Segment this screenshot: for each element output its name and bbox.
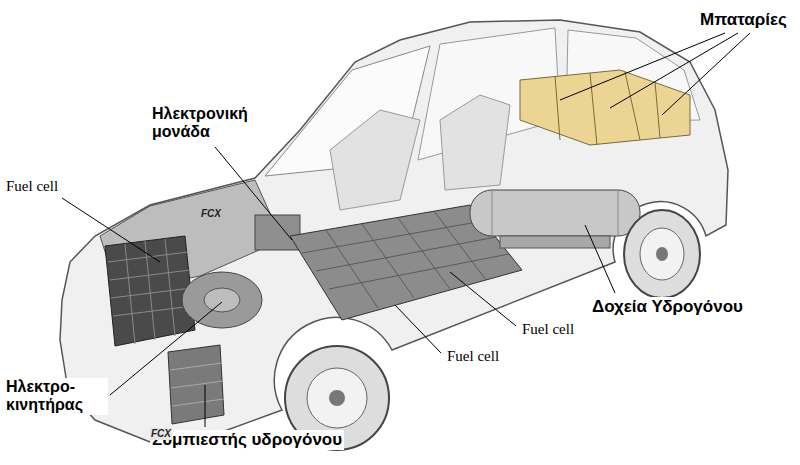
front-compartment [105, 236, 195, 346]
hydrogen-tanks [500, 236, 610, 248]
leader-lines [215, 147, 292, 240]
leader-lines [62, 198, 160, 262]
front-compartment [100, 180, 300, 424]
part-label: Fuel cell [520, 321, 576, 338]
badge-text: FCX [200, 208, 222, 220]
car-body [60, 20, 728, 442]
front-compartment [108, 239, 193, 344]
part-label: Δοχεία Υδρογόνου [590, 297, 745, 317]
front-compartment [255, 215, 300, 250]
car-body [60, 20, 728, 442]
car-body [440, 95, 510, 190]
wheels [640, 228, 684, 280]
front-compartment [204, 288, 240, 312]
part-label: Μπαταρίες [698, 10, 789, 30]
wheels [285, 210, 700, 450]
leader-lines [585, 225, 615, 293]
leader-lines [62, 33, 750, 427]
leader-lines [560, 33, 725, 100]
leader-lines [395, 305, 441, 353]
battery-pack [555, 72, 660, 145]
badge-text: FCX [150, 428, 172, 440]
front-compartment [170, 363, 224, 406]
part-label: Fuel cell [445, 348, 501, 365]
front-compartment [182, 272, 262, 328]
wheels [656, 247, 668, 261]
leader-lines [450, 272, 516, 326]
leader-lines [662, 33, 750, 115]
wheels [624, 210, 700, 298]
leader-lines [610, 33, 738, 108]
part-label: Ηλεκτρο- κινητήρας [4, 378, 108, 415]
part-label: Συμπιεστής υδρογόνου [150, 430, 344, 450]
front-compartment [168, 345, 224, 424]
part-label: Fuel cell [4, 178, 60, 195]
hydrogen-tanks [492, 190, 618, 236]
wheels [307, 368, 367, 428]
car-body [330, 110, 420, 210]
hydrogen-tanks [470, 190, 640, 236]
part-label: Ηλεκτρονική μονάδα [150, 105, 274, 142]
leader-lines [110, 302, 222, 395]
hydrogen-tanks [470, 190, 640, 248]
leader-lines [205, 385, 206, 427]
wheels [329, 390, 345, 406]
